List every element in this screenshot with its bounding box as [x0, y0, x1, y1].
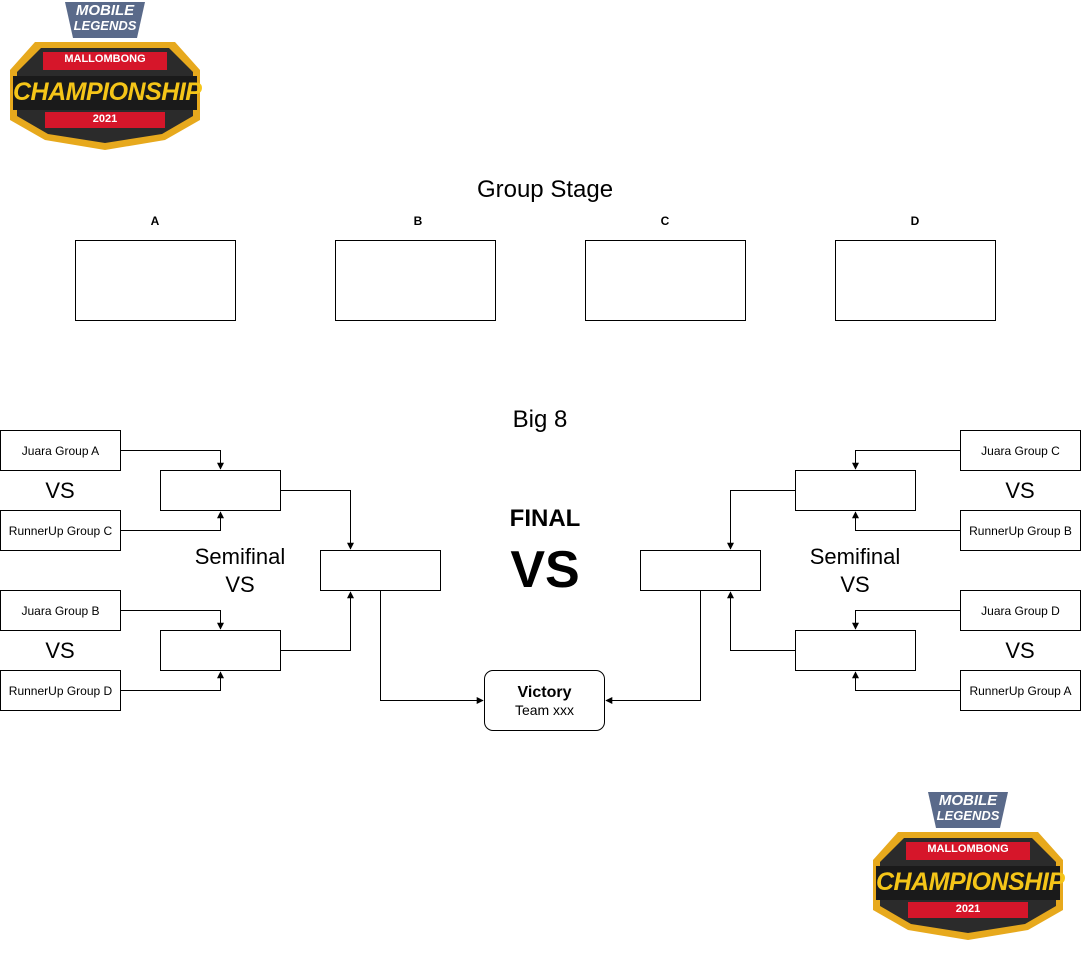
group-box-d[interactable] [835, 240, 996, 321]
semifinal-text-right: Semifinal [809, 544, 901, 569]
final-label: FINAL [509, 505, 581, 532]
team-box-left-2[interactable]: RunnerUp Group C [0, 510, 121, 551]
championship-logo-bottom: MOBILE LEGENDS MALLOMBONG CHAMPIONSHIP 2… [868, 790, 1068, 942]
semifinal-box-left[interactable] [320, 550, 441, 591]
team-box-left-3[interactable]: Juara Group B [0, 590, 121, 631]
championship-logo-top: MOBILE LEGENDS MALLOMBONG CHAMPIONSHIP 2… [5, 0, 205, 152]
team-box-right-4[interactable]: RunnerUp Group A [960, 670, 1081, 711]
logo-year-text: 2021 [92, 113, 118, 125]
big8-title: Big 8 [512, 406, 568, 433]
semifinal-vs-left: VS [225, 572, 255, 597]
semifinal-box-right[interactable] [640, 550, 761, 591]
group-stage-title: Group Stage [476, 176, 614, 203]
team-box-left-1[interactable]: Juara Group A [0, 430, 121, 471]
group-label-a: A [150, 214, 160, 228]
vs-label-right-top: VS [1005, 478, 1035, 503]
semifinal-label-right: Semifinal VS [795, 543, 915, 599]
logo-main-text: CHAMPIONSHIP [13, 78, 202, 106]
victory-box[interactable]: Victory Team xxx [484, 670, 605, 731]
group-box-b[interactable] [335, 240, 496, 321]
vs-label-left-bottom: VS [45, 638, 75, 663]
match-box-right-lower[interactable] [795, 630, 916, 671]
vs-label-left-top: VS [45, 478, 75, 503]
match-box-right-upper[interactable] [795, 470, 916, 511]
victory-title: Victory [517, 683, 572, 701]
match-box-left-upper[interactable] [160, 470, 281, 511]
logo-main-text-2: CHAMPIONSHIP [876, 868, 1065, 896]
team-box-right-1[interactable]: Juara Group C [960, 430, 1081, 471]
logo-legends-text-2: LEGENDS [936, 808, 1000, 823]
logo-year-text-2: 2021 [955, 903, 981, 915]
group-box-a[interactable] [75, 240, 236, 321]
team-box-right-3[interactable]: Juara Group D [960, 590, 1081, 631]
match-box-left-lower[interactable] [160, 630, 281, 671]
team-box-right-2[interactable]: RunnerUp Group B [960, 510, 1081, 551]
logo-banner-text-2: MALLOMBONG [927, 843, 1009, 855]
group-label-b: B [413, 214, 423, 228]
semifinal-vs-right: VS [840, 572, 870, 597]
logo-mobile-text: MOBILE [75, 2, 135, 19]
vs-label-right-bottom: VS [1005, 638, 1035, 663]
logo-legends-text: LEGENDS [73, 18, 137, 33]
final-vs-label: VS [510, 541, 580, 599]
logo-mobile-text-2: MOBILE [938, 792, 998, 809]
team-box-left-4[interactable]: RunnerUp Group D [0, 670, 121, 711]
group-label-c: C [660, 214, 670, 228]
semifinal-text-left: Semifinal [194, 544, 286, 569]
logo-banner-text: MALLOMBONG [64, 53, 146, 65]
semifinal-label-left: Semifinal VS [180, 543, 300, 599]
victory-team: Team xxx [514, 701, 575, 718]
group-box-c[interactable] [585, 240, 746, 321]
group-label-d: D [910, 214, 920, 228]
